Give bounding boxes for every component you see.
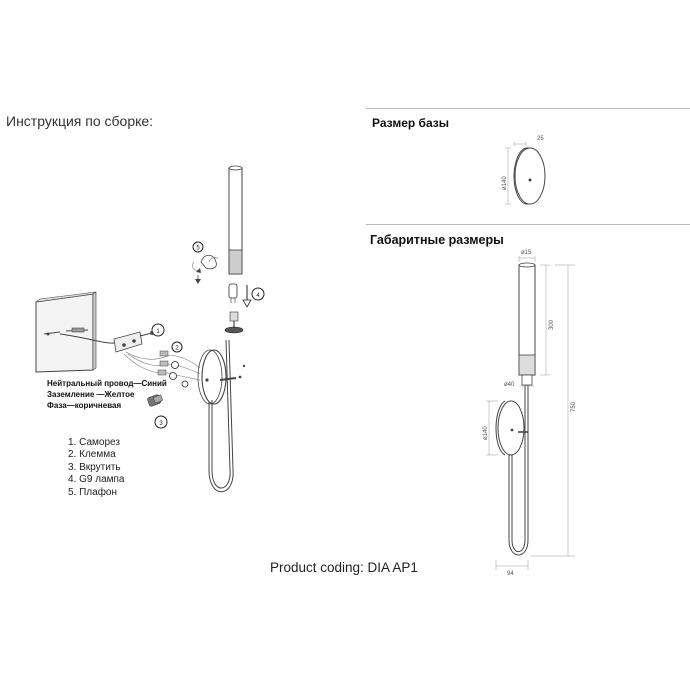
overall-dims-drawing: ø15 300 750 ø40 ø140 94 [483, 250, 577, 577]
svg-text:5: 5 [196, 246, 200, 252]
divider-line [366, 224, 690, 225]
product-coding: Product coding: DIA AP1 [270, 560, 418, 575]
step-marker-5: 5 [192, 241, 204, 253]
base-depth-label: 25 [537, 136, 544, 142]
svg-text:1: 1 [156, 329, 160, 335]
wire-legend-ground: Заземление —Желтое [47, 390, 135, 399]
base-size-title: Размер базы [372, 116, 449, 130]
g9-bulb-illustration [228, 283, 238, 303]
parts-list-item: 3. Вкрутить [68, 461, 121, 473]
parts-list-item: 2. Клемма [68, 449, 116, 461]
joint-diameter-label: ø40 [504, 382, 515, 388]
lamp-base-illustration [197, 349, 246, 405]
parts-list: 1. Саморез 2. Клемма 3. Вкрутить 4. G9 л… [68, 437, 124, 499]
arrow-down-icon [242, 285, 252, 308]
parts-list-item: 1. Саморез [68, 437, 120, 448]
step-marker-4: 4 [251, 287, 265, 301]
total-height-label: 750 [571, 401, 577, 412]
tube-length-label: 300 [549, 319, 555, 330]
wall-plate-illustration [35, 291, 97, 373]
hand-icon [200, 254, 219, 270]
width-label: 94 [507, 571, 514, 577]
base-size-drawing: 25 ø140 [502, 136, 546, 205]
decorative-knob-illustration [147, 394, 163, 407]
tube-diameter-label: ø15 [521, 250, 532, 256]
assembly-title: Инструкция по сборке: [6, 113, 154, 129]
divider-line [366, 108, 690, 109]
base-diameter-dim-label: ø140 [483, 426, 489, 440]
rotate-arrow-icon [192, 261, 201, 284]
base-diameter-label: ø140 [502, 176, 508, 190]
step-marker-2: 2 [171, 341, 183, 353]
mounting-bracket-illustration [113, 331, 143, 353]
overall-dims-title: Габаритные размеры [370, 233, 504, 247]
step-marker-3: 3 [154, 415, 168, 429]
step-marker-1: 1 [151, 323, 165, 337]
screw-illustration [65, 327, 89, 333]
svg-text:3: 3 [159, 421, 163, 427]
wire-legend-neutral: Нейтральный провод—Синий [47, 379, 167, 388]
svg-text:4: 4 [256, 293, 260, 299]
terminal-block-illustration [157, 350, 169, 376]
parts-list-item: 4. G9 лампа [68, 474, 125, 486]
lamp-socket-illustration [224, 311, 244, 334]
assembly-diagram: 1 2 [35, 165, 265, 493]
svg-text:2: 2 [175, 346, 179, 352]
lamp-arm-illustration [211, 339, 231, 489]
glass-shade-illustration [228, 165, 243, 275]
wire-color-legend: Нейтральный провод—Синий Заземление —Жел… [47, 378, 167, 411]
wire-legend-phase: Фаза—коричневая [47, 401, 122, 410]
parts-list-item: 5. Плафон [68, 486, 118, 498]
